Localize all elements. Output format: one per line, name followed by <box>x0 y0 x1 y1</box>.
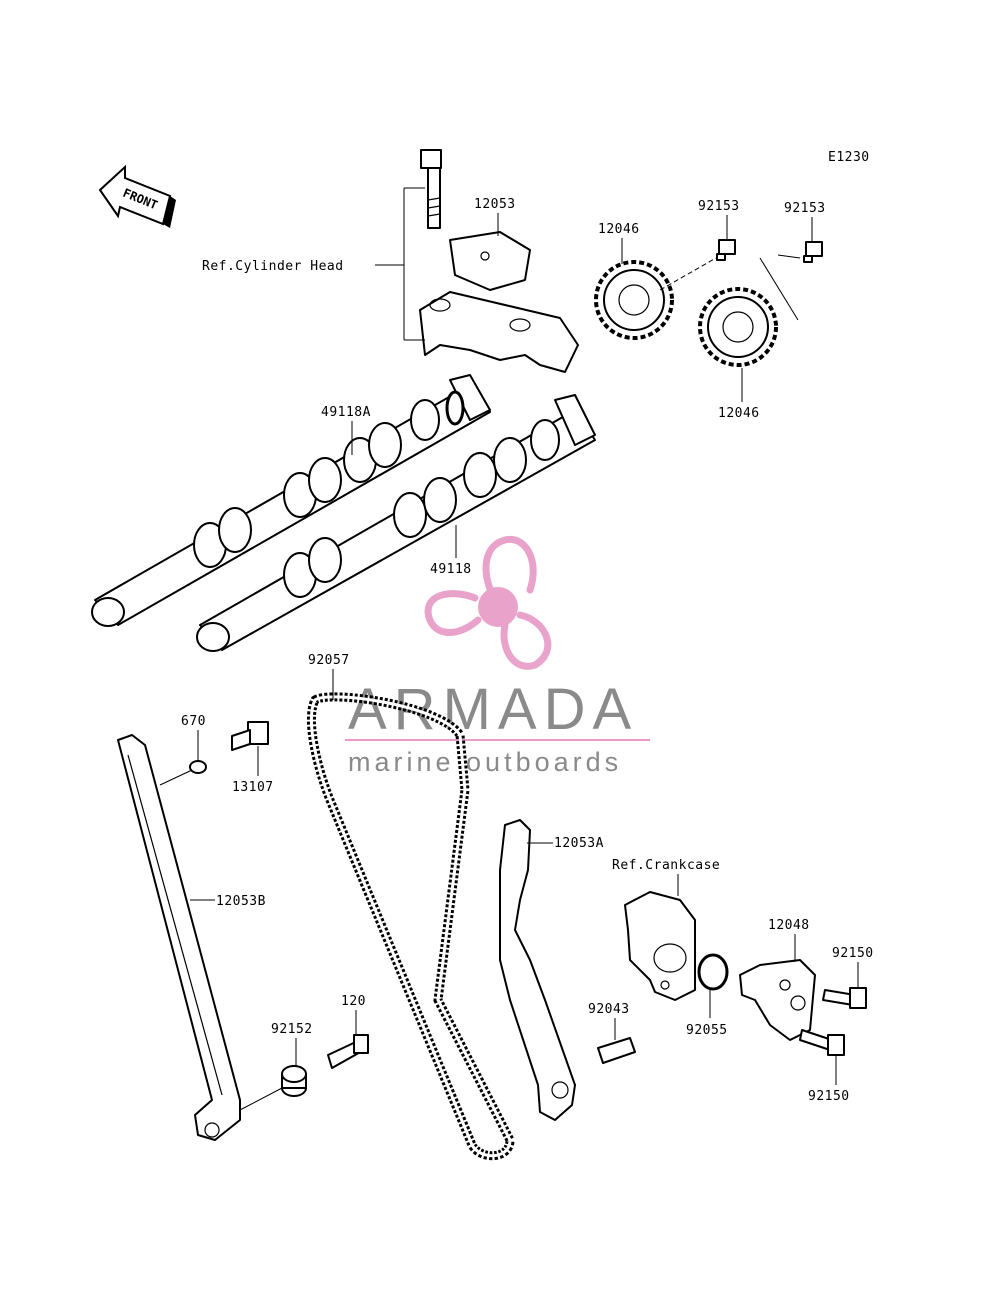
camshaft-49118 <box>196 394 596 652</box>
label-92150-a: 92150 <box>832 946 874 961</box>
label-12053: 12053 <box>474 197 516 212</box>
label-12053A: 12053A <box>554 836 604 851</box>
o-ring-670 <box>189 760 207 774</box>
bolt-92153-right <box>803 241 823 263</box>
label-92057: 92057 <box>308 653 350 668</box>
watermark-brand: ARMADA <box>348 677 638 742</box>
label-12046-bottom: 12046 <box>718 406 760 421</box>
sprocket-12046-left <box>594 260 674 340</box>
label-49118A: 49118A <box>321 405 371 420</box>
label-92152: 92152 <box>271 1022 313 1037</box>
diagram-code: E1230 <box>828 150 870 165</box>
label-120: 120 <box>341 994 366 1009</box>
sprocket-12046-right <box>698 287 778 367</box>
bolt-92150-upper <box>822 987 867 1009</box>
pin-92043 <box>597 1037 636 1064</box>
tensioner-12048 <box>739 959 816 1041</box>
label-92153-a: 92153 <box>698 199 740 214</box>
bolt-12053 <box>420 149 442 229</box>
chain-guide-12053B <box>117 734 241 1141</box>
label-670: 670 <box>181 714 206 729</box>
o-ring-92055 <box>697 953 729 991</box>
label-92150-b: 92150 <box>808 1089 850 1104</box>
bolt-92150-lower <box>799 1029 845 1056</box>
label-13107: 13107 <box>232 780 274 795</box>
label-12053B: 12053B <box>216 894 266 909</box>
label-92043: 92043 <box>588 1002 630 1017</box>
crankcase-bracket <box>624 891 696 1001</box>
armada-logo <box>424 535 552 670</box>
bolt-13107 <box>231 721 269 751</box>
camshaft-49118A <box>91 374 491 627</box>
label-ref-crankcase: Ref.Crankcase <box>612 858 720 873</box>
label-ref-cylinder-head: Ref.Cylinder Head <box>202 259 344 274</box>
watermark-tagline: marine outboards <box>348 747 622 777</box>
cam-holder-12053 <box>449 231 531 291</box>
bolt-92153-left <box>716 239 736 261</box>
cam-caps <box>419 291 579 373</box>
bolt-120 <box>327 1034 369 1069</box>
label-49118: 49118 <box>430 562 472 577</box>
label-12046-top: 12046 <box>598 222 640 237</box>
label-92055: 92055 <box>686 1023 728 1038</box>
collar-92152 <box>281 1065 307 1097</box>
label-92153-b: 92153 <box>784 201 826 216</box>
chain-guide-12053A <box>499 819 576 1121</box>
timing-chain-92057 <box>306 692 515 1161</box>
label-12048: 12048 <box>768 918 810 933</box>
front-arrow-icon: FRONT <box>98 164 176 228</box>
